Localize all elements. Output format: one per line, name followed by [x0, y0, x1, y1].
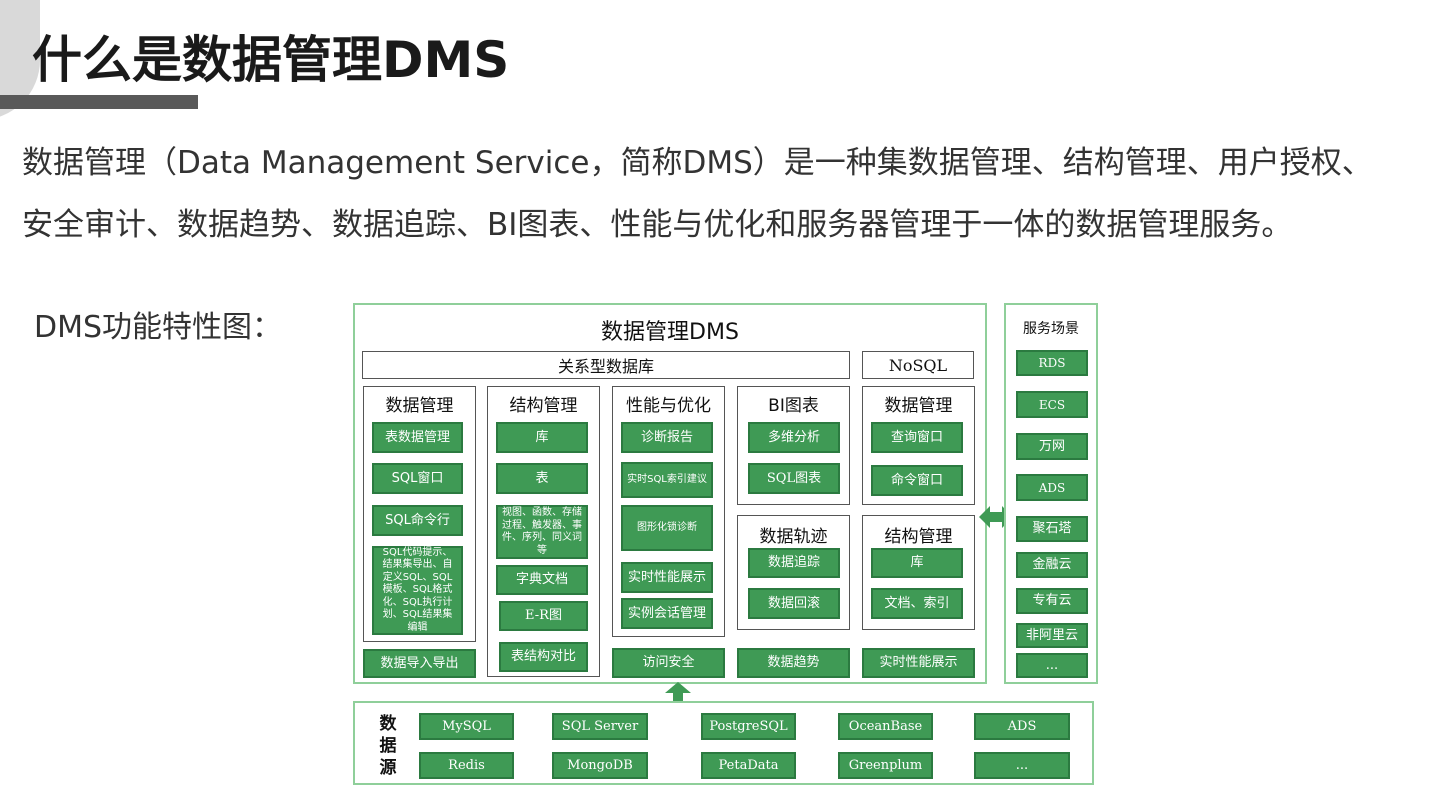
description-line-2: 安全审计、数据趋势、数据追踪、BI图表、性能与优化和服务器管理于一体的数据管理服… [22, 207, 1293, 243]
data-trace-heading: 数据轨迹 [759, 527, 828, 547]
table-compare-item: 表结构对比 [499, 642, 588, 672]
feature-diagram-label: DMS功能特性图： [34, 310, 283, 345]
ds-more: ... [974, 752, 1070, 779]
session-mgmt-item: 实例会话管理 [621, 598, 713, 629]
struct-db-item: 库 [496, 422, 588, 453]
ds-oceanbase: OceanBase [838, 713, 933, 740]
perf-heading: 性能与优化 [626, 396, 711, 416]
nosql-data-mgmt-heading: 数据管理 [884, 396, 953, 416]
query-window-item: 查询窗口 [871, 422, 963, 453]
dictionary-doc-item: 字典文档 [496, 565, 588, 595]
lock-diagnosis-item: 图形化锁诊断 [621, 505, 713, 551]
command-window-item: 命令窗口 [871, 465, 963, 496]
service-wanwang: 万网 [1016, 433, 1088, 460]
realtime-perf-item: 实时性能展示 [621, 562, 713, 593]
ds-mongodb: MongoDB [552, 752, 648, 779]
sql-index-suggest-item: 实时SQL索引建议 [621, 462, 713, 498]
ds-postgresql: PostgreSQL [701, 713, 796, 740]
nosql-realtime-perf-item: 实时性能展示 [862, 648, 975, 678]
service-heading: 服务场景 [1023, 321, 1079, 337]
service-more: ... [1016, 653, 1088, 678]
struct-objects-item: 视图、函数、存储过程、触发器、事件、序列、同义词等 [496, 505, 588, 559]
service-non-aliyun: 非阿里云 [1016, 623, 1088, 648]
datasource-label: 数据源 [379, 714, 397, 778]
er-diagram-item: E-R图 [499, 601, 588, 631]
description-line-1: 数据管理（Data Management Service，简称DMS）是一种集数… [22, 145, 1373, 181]
service-jushita: 聚石塔 [1016, 516, 1088, 542]
data-import-export-item: 数据导入导出 [363, 649, 476, 678]
description: 数据管理（Data Management Service，简称DMS）是一种集数… [22, 132, 1442, 256]
diagnosis-report-item: 诊断报告 [621, 422, 713, 453]
ds-greenplum: Greenplum [838, 752, 933, 779]
service-ads: ADS [1016, 474, 1088, 501]
data-tracking-item: 数据追踪 [748, 548, 840, 578]
struct-table-item: 表 [496, 463, 588, 494]
service-rds: RDS [1016, 350, 1088, 376]
service-private-cloud: 专有云 [1016, 588, 1088, 614]
bi-chart-heading: BI图表 [768, 396, 819, 416]
ds-mysql: MySQL [419, 713, 514, 740]
struct-mgmt-heading: 结构管理 [509, 396, 578, 416]
sql-features-item: SQL代码提示、结果集导出、自定义SQL、SQL模板、SQL格式化、SQL执行计… [372, 546, 463, 635]
title-underline-bar [0, 95, 198, 109]
multi-dim-analysis-item: 多维分析 [748, 422, 840, 453]
nosql-struct-heading: 结构管理 [884, 527, 953, 547]
doc-index-item: 文档、索引 [871, 588, 963, 619]
ds-redis: Redis [419, 752, 514, 779]
nosql-bar: NoSQL [862, 351, 974, 379]
ds-sqlserver: SQL Server [552, 713, 648, 740]
sql-chart-item: SQL图表 [748, 463, 840, 494]
table-data-mgmt-item: 表数据管理 [372, 422, 463, 453]
dms-main-title: 数据管理DMS [601, 320, 739, 345]
sql-window-item: SQL窗口 [372, 463, 463, 494]
data-trend-item: 数据趋势 [737, 648, 850, 678]
sql-cmdline-item: SQL命令行 [372, 505, 463, 536]
nosql-db-item: 库 [871, 548, 963, 578]
service-finance-cloud: 金融云 [1016, 552, 1088, 578]
data-mgmt-heading: 数据管理 [385, 396, 454, 416]
service-ecs: ECS [1016, 391, 1088, 418]
ds-ads: ADS [974, 713, 1070, 740]
ds-petadata: PetaData [701, 752, 796, 779]
data-rollback-item: 数据回滚 [748, 588, 840, 619]
relational-db-bar: 关系型数据库 [362, 351, 850, 379]
slide-title: 什么是数据管理DMS [32, 31, 510, 89]
access-security-item: 访问安全 [612, 648, 725, 678]
